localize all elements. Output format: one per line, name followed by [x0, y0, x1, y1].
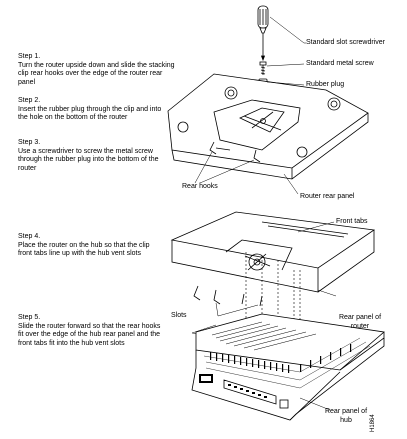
callout-rear-panel-hub: Rear panel of hub — [324, 408, 368, 424]
callout-screwdriver: Standard slot screwdriver — [306, 39, 385, 46]
step-1-body: Turn the router upside down and slide th… — [18, 61, 175, 86]
callout-front-tabs: Front tabs — [336, 218, 368, 225]
callout-metal-screw: Standard metal screw — [306, 60, 374, 67]
step-5-body: Slide the router forward so that the rea… — [18, 322, 161, 347]
metal-screw-illustration — [259, 61, 267, 75]
step-2-body: Insert the rubber plug through the clip … — [18, 105, 162, 122]
step-4-title: Step 4. — [18, 233, 41, 240]
callout-rubber-plug: Rubber plug — [306, 81, 345, 88]
hub-illustration — [191, 313, 385, 421]
callout-slots: Slots — [171, 312, 187, 319]
callout-rear-panel-router: Rear panel of router — [338, 314, 382, 330]
step-5-title: Step 5. — [18, 314, 41, 321]
callout-router-rear-panel: Router rear panel — [300, 193, 355, 200]
step-3: Step 3. Use a screwdriver to screw the m… — [18, 139, 166, 173]
callout-rear-hooks: Rear hooks — [182, 183, 218, 190]
router-on-hub-illustration — [170, 211, 376, 307]
router-upside-down-illustration — [167, 73, 369, 180]
screwdriver-illustration — [257, 5, 269, 62]
step-5: Step 5. Slide the router forward so that… — [18, 314, 164, 348]
step-1: Step 1. Turn the router upside down and … — [18, 53, 176, 87]
figure-id-label: H1864 — [370, 414, 376, 432]
step-4: Step 4. Place the router on the hub so t… — [18, 233, 163, 259]
step-4-body: Place the router on the hub so that the … — [18, 241, 150, 258]
step-1-title: Step 1. — [18, 53, 41, 60]
step-3-body: Use a screwdriver to screw the metal scr… — [18, 147, 159, 172]
step-2-title: Step 2. — [18, 97, 41, 104]
step-2: Step 2. Insert the rubber plug through t… — [18, 97, 166, 123]
step-3-title: Step 3. — [18, 139, 41, 146]
